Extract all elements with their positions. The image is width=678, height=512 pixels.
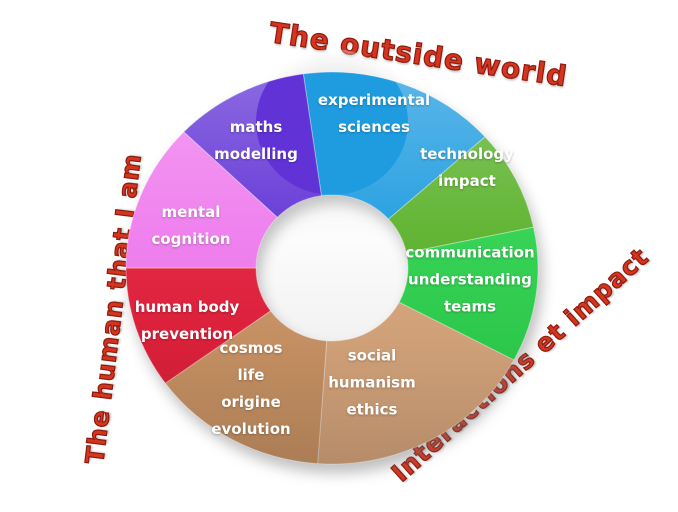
donut-slices (125, 71, 539, 465)
